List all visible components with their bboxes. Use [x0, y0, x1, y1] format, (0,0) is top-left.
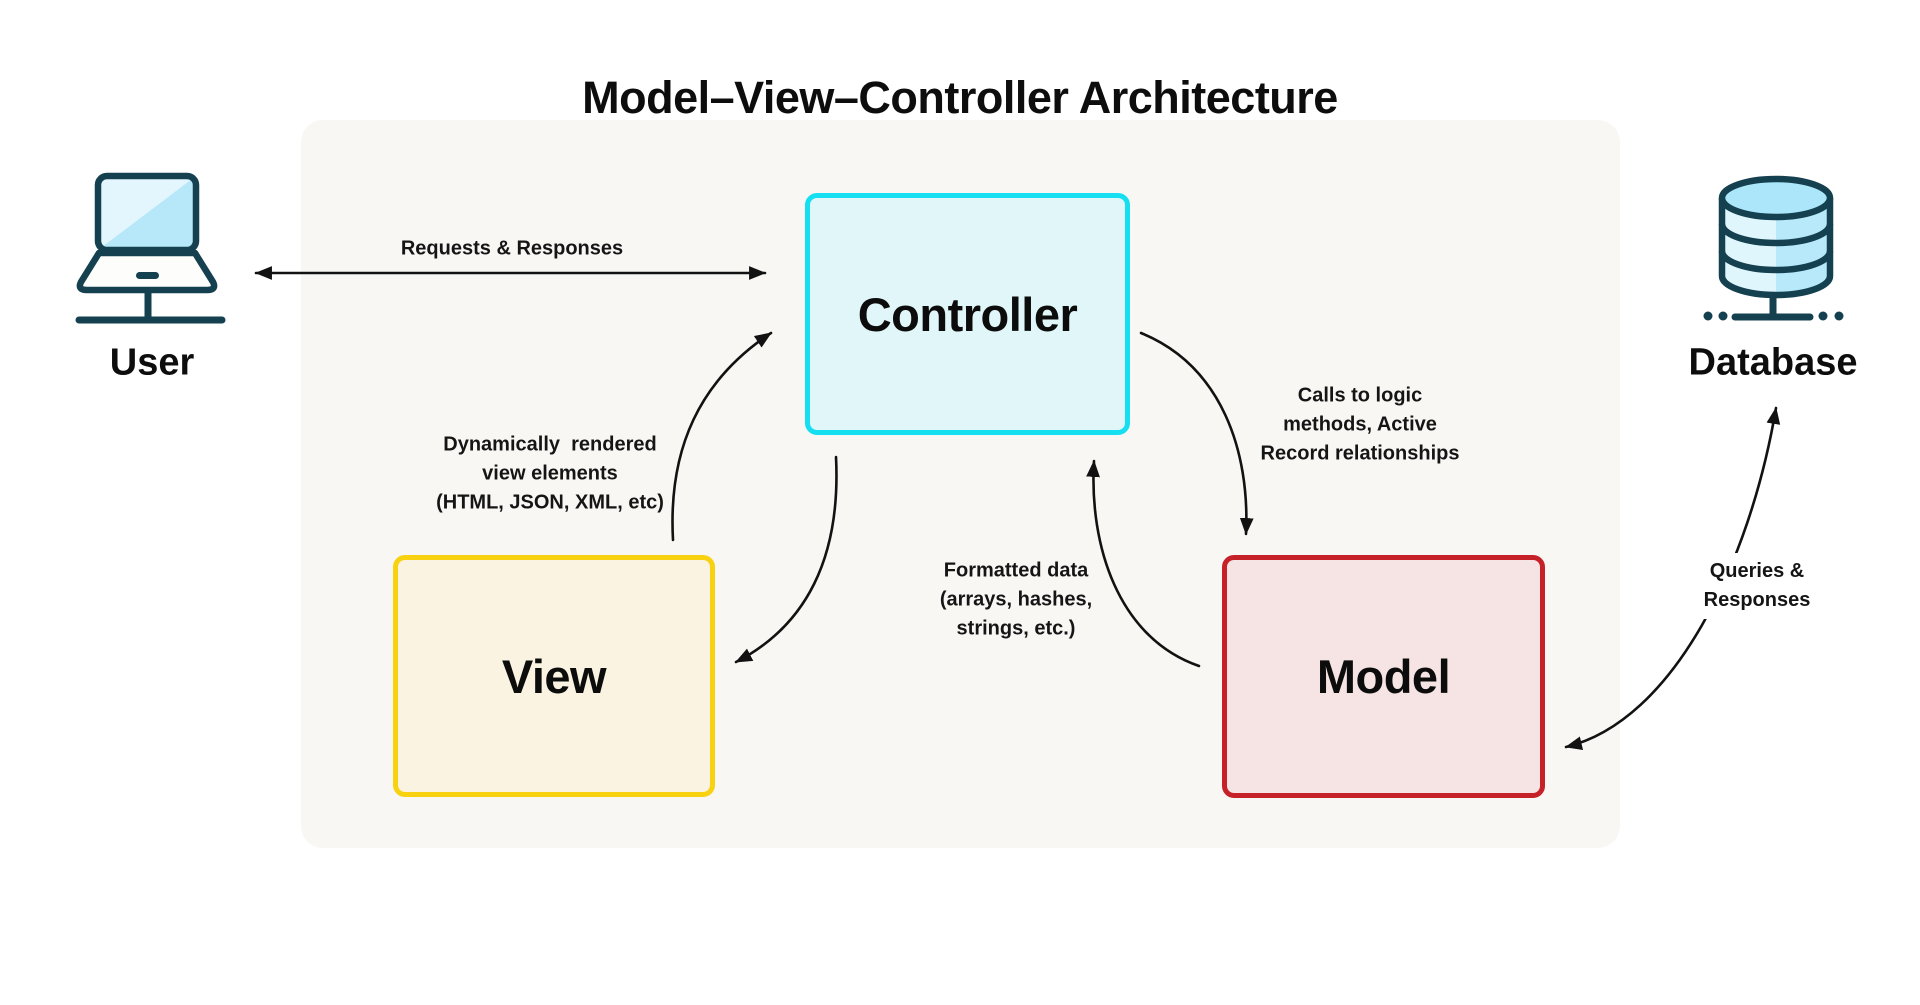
edge-label-queries-responses: Queries & Responses: [1693, 553, 1821, 619]
edge-label-requests-responses: Requests & Responses: [400, 237, 624, 260]
edge-label-formatted-data: Formatted data (arrays, hashes, strings,…: [939, 559, 1093, 640]
database-label: Database: [1688, 341, 1858, 384]
view-node: View: [393, 555, 715, 797]
model-node: Model: [1222, 555, 1545, 798]
laptop-icon: [75, 172, 226, 324]
arrow-model-to-controller: [1086, 459, 1201, 668]
arrow-controller-to-model: [1139, 331, 1254, 536]
controller-node: Controller: [805, 193, 1130, 435]
view-node-label: View: [501, 649, 607, 703]
edge-label-calls-to-logic: Calls to logic methods, Active Record re…: [1260, 384, 1460, 465]
arrow-view-to-controller: [671, 331, 773, 542]
arrow-controller-to-view: [734, 455, 838, 664]
model-node-label: Model: [1316, 650, 1451, 703]
edge-label-dynamically-rendered: Dynamically rendered view elements (HTML…: [436, 433, 664, 514]
controller-node-label: Controller: [857, 287, 1078, 341]
user-label: User: [109, 341, 195, 384]
database-icon: [1703, 175, 1844, 321]
page-title: Model–View–Controller Architecture: [582, 72, 1338, 123]
arrow-model-database: [1564, 406, 1781, 750]
